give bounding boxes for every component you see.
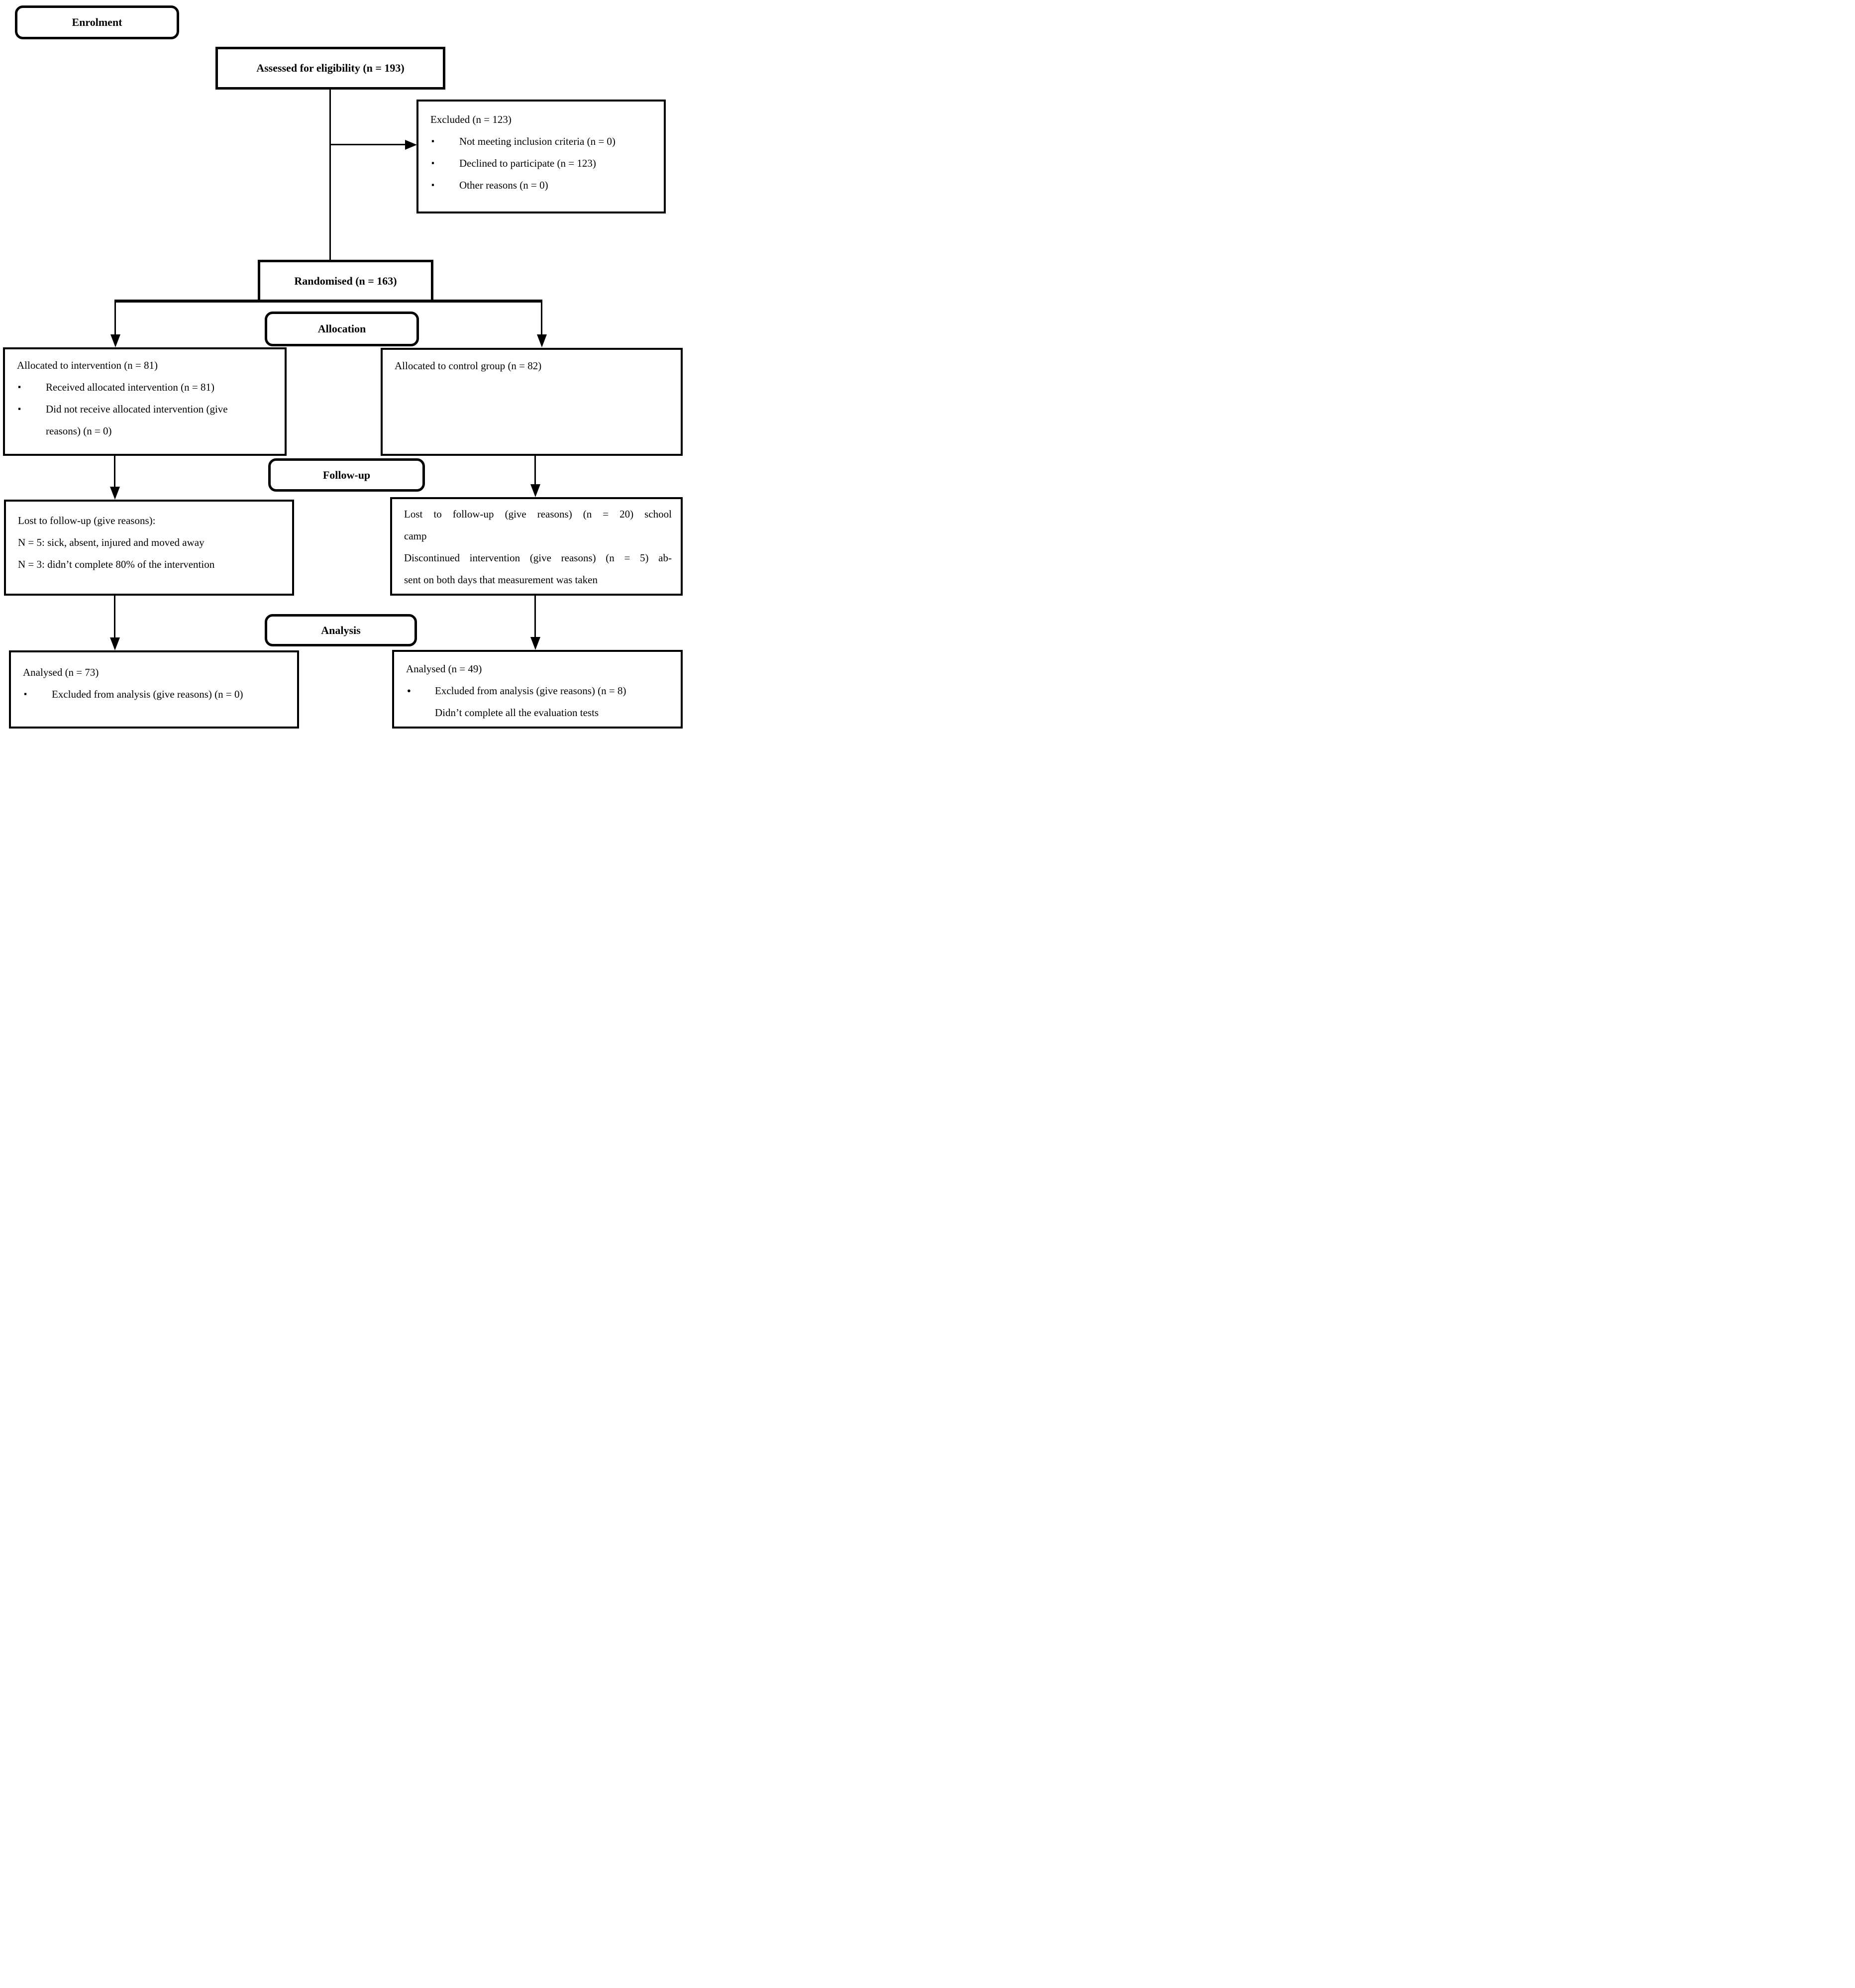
excluded-title: Excluded (n = 123) bbox=[430, 113, 512, 125]
allocation-stage-box: Allocation bbox=[265, 312, 419, 346]
allocation-control-title: Allocated to control group (n = 82) bbox=[395, 360, 542, 372]
allocation-intervention-item-2-cont: reasons) (n = 0) bbox=[46, 425, 112, 437]
analysis-intervention-title: Analysed (n = 73) bbox=[23, 666, 99, 678]
list-item: ▪ Other reasons (n = 0) bbox=[418, 179, 664, 191]
followup-stage-label: Follow-up bbox=[322, 468, 371, 481]
excluded-box: Excluded (n = 123) ▪ Not meeting inclusi… bbox=[416, 100, 666, 213]
connector-followup-analysis-right bbox=[534, 596, 536, 638]
connector-allocation-followup-left bbox=[114, 456, 115, 488]
bullet-spacer bbox=[18, 425, 46, 437]
connector-randomised-branch bbox=[115, 300, 542, 303]
enrolment-stage-box: Enrolment bbox=[15, 5, 179, 39]
excluded-item-3: Other reasons (n = 0) bbox=[459, 179, 548, 191]
list-item: ▪ Declined to participate (n = 123) bbox=[418, 157, 664, 169]
analysis-intervention-box: Analysed (n = 73) ▪ Excluded from analys… bbox=[9, 650, 299, 729]
followup-intervention-box: Lost to follow-up (give reasons): N = 5:… bbox=[4, 500, 294, 596]
list-item: ▪ Received allocated intervention (n = 8… bbox=[5, 381, 285, 393]
followup-control-line-1: Lost to follow-up (give reasons) (n = 20… bbox=[404, 508, 672, 520]
followup-intervention-line-2: N = 5: sick, absent, injured and moved a… bbox=[18, 536, 205, 548]
arrowhead-down-followup-left-icon bbox=[110, 487, 120, 500]
arrowhead-down-allocation-right-icon bbox=[537, 334, 547, 347]
followup-intervention-line-3: N = 3: didn’t complete 80% of the interv… bbox=[18, 558, 215, 570]
arrowhead-down-analysis-left-icon bbox=[110, 637, 120, 650]
connector-allocation-followup-right bbox=[534, 456, 536, 485]
analysis-stage-label: Analysis bbox=[321, 624, 361, 636]
square-bullet-icon: ▪ bbox=[431, 136, 435, 146]
enrolment-stage-label: Enrolment bbox=[72, 16, 122, 28]
list-item: ▪ Excluded from analysis (give reasons) … bbox=[11, 688, 297, 700]
arrowhead-down-allocation-left-icon bbox=[110, 334, 120, 347]
excluded-item-2: Declined to participate (n = 123) bbox=[459, 157, 596, 169]
randomised-box: Randomised (n = 163) bbox=[258, 260, 433, 303]
followup-stage-box: Follow-up bbox=[268, 458, 425, 492]
list-item: ▪ Did not receive allocated intervention… bbox=[5, 403, 285, 415]
connector-branch-right bbox=[541, 300, 542, 335]
list-item: ▪ Not meeting inclusion criteria (n = 0) bbox=[418, 135, 664, 147]
allocation-intervention-item-1: Received allocated intervention (n = 81) bbox=[46, 381, 214, 393]
list-item-continuation: Didn’t complete all the evaluation tests bbox=[394, 707, 681, 719]
bullet-spacer bbox=[407, 707, 435, 719]
followup-control-line-4: sent on both days that measurement was t… bbox=[404, 574, 598, 586]
square-bullet-icon: ▪ bbox=[431, 180, 435, 190]
connector-branch-left bbox=[114, 300, 116, 335]
allocation-control-box: Allocated to control group (n = 82) bbox=[381, 348, 683, 456]
assessed-box: Assessed for eligibility (n = 193) bbox=[215, 47, 445, 90]
square-bullet-icon: ▪ bbox=[431, 158, 435, 168]
connector-assessed-randomised bbox=[329, 90, 331, 260]
followup-control-line-3: Discontinued intervention (give reasons)… bbox=[404, 552, 672, 564]
analysis-control-title: Analysed (n = 49) bbox=[406, 663, 482, 675]
list-item: ● Excluded from analysis (give reasons) … bbox=[394, 685, 681, 697]
analysis-stage-box: Analysis bbox=[265, 614, 417, 646]
consort-flow-diagram: Enrolment Assessed for eligibility (n = … bbox=[0, 0, 696, 745]
randomised-label: Randomised (n = 163) bbox=[294, 275, 397, 287]
followup-control-box: Lost to follow-up (give reasons) (n = 20… bbox=[390, 497, 683, 596]
allocation-intervention-item-2: Did not receive allocated intervention (… bbox=[46, 403, 228, 415]
connector-excluded-line bbox=[330, 144, 406, 145]
followup-control-line-2: camp bbox=[404, 530, 427, 542]
analysis-control-item-1-cont: Didn’t complete all the evaluation tests bbox=[435, 707, 599, 719]
square-bullet-icon: ▪ bbox=[18, 404, 21, 414]
followup-intervention-line-1: Lost to follow-up (give reasons): bbox=[18, 515, 156, 526]
analysis-control-item-1: Excluded from analysis (give reasons) (n… bbox=[435, 685, 626, 697]
analysis-intervention-item-1: Excluded from analysis (give reasons) (n… bbox=[52, 688, 243, 700]
allocation-intervention-box: Allocated to intervention (n = 81) ▪ Rec… bbox=[3, 347, 287, 456]
excluded-item-1: Not meeting inclusion criteria (n = 0) bbox=[459, 135, 616, 147]
allocation-intervention-title: Allocated to intervention (n = 81) bbox=[17, 359, 158, 371]
arrowhead-down-followup-right-icon bbox=[530, 484, 540, 497]
arrowhead-right-excluded-icon bbox=[405, 140, 417, 150]
square-bullet-icon: ▪ bbox=[24, 689, 27, 699]
allocation-stage-label: Allocation bbox=[317, 322, 366, 335]
analysis-control-box: Analysed (n = 49) ● Excluded from analys… bbox=[392, 650, 683, 729]
round-bullet-icon: ● bbox=[407, 687, 411, 694]
connector-followup-analysis-left bbox=[114, 596, 115, 638]
list-item-continuation: reasons) (n = 0) bbox=[5, 425, 285, 437]
arrowhead-down-analysis-right-icon bbox=[530, 637, 540, 650]
assessed-label: Assessed for eligibility (n = 193) bbox=[256, 62, 405, 74]
square-bullet-icon: ▪ bbox=[18, 382, 21, 392]
